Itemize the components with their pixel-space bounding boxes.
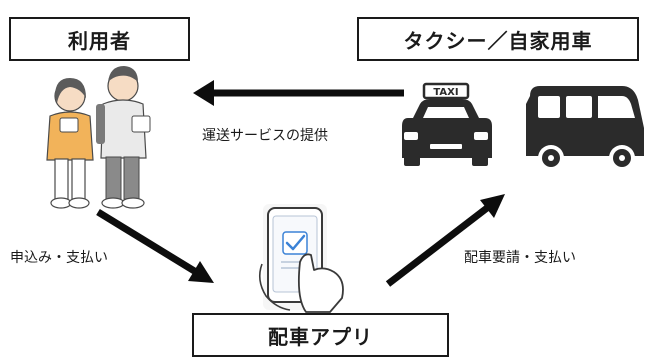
user-node-box: 利用者 bbox=[9, 17, 190, 61]
arrow-apply bbox=[96, 209, 214, 283]
app-node-label: 配車アプリ bbox=[268, 324, 373, 349]
boy-figure bbox=[96, 66, 151, 209]
taxi-node-box: タクシー／自家用車 bbox=[357, 17, 639, 61]
taxi-icon: TAXI bbox=[402, 82, 492, 166]
arrow-request bbox=[385, 194, 505, 287]
taxi-node-label: タクシー／自家用車 bbox=[403, 28, 593, 53]
apply-payment-label: 申込み・支払い bbox=[10, 250, 108, 266]
user-node-label: 利用者 bbox=[68, 28, 131, 53]
dispatch-request-label: 配車要請・支払い bbox=[464, 250, 576, 266]
app-node-box: 配車アプリ bbox=[192, 313, 449, 357]
arrow-transport bbox=[193, 80, 404, 106]
people-illustration bbox=[46, 66, 151, 209]
van-icon bbox=[526, 86, 644, 171]
girl-figure bbox=[46, 78, 94, 209]
smartphone-icon bbox=[258, 204, 344, 313]
transport-service-label: 運送サービスの提供 bbox=[202, 128, 328, 144]
taxi-sign-text: TAXI bbox=[433, 87, 458, 98]
